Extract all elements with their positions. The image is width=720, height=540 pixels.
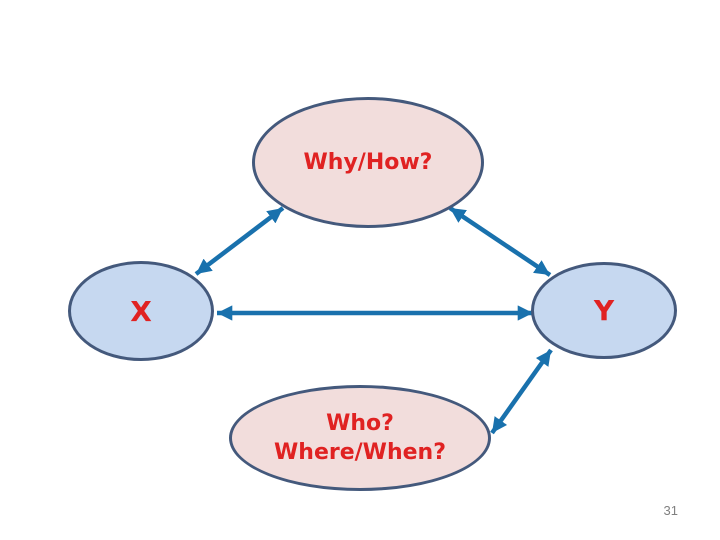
connector-y-whowherewhen bbox=[490, 348, 553, 435]
node-y-label: Y bbox=[593, 294, 615, 327]
node-x: X bbox=[68, 261, 214, 361]
connector-whyhow-x bbox=[194, 206, 285, 276]
node-why-how: Why/How? bbox=[252, 97, 484, 228]
node-who-label-line1: Who? bbox=[326, 411, 394, 436]
node-y: Y bbox=[531, 262, 677, 359]
node-why-how-label: Why/How? bbox=[303, 150, 433, 175]
node-x-label: X bbox=[130, 294, 152, 328]
node-who-label-line2: Where/When? bbox=[274, 440, 446, 465]
page-number: 31 bbox=[663, 503, 678, 518]
connector-whyhow-y bbox=[448, 206, 552, 277]
node-who-where-when: Who? Where/When? bbox=[229, 385, 491, 491]
